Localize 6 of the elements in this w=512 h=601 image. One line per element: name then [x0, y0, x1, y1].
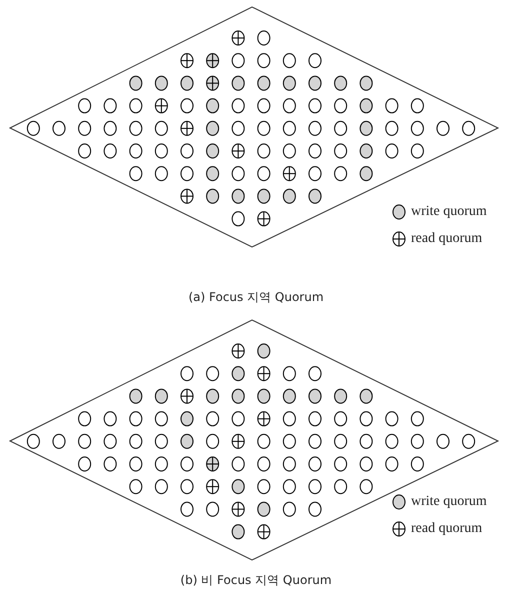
legend-label: read quorum: [411, 521, 482, 537]
legend-label: read quorum: [411, 231, 482, 247]
legend-label: write quorum: [411, 494, 487, 510]
caption: (b) 비 Focus 지역 Quorum: [180, 573, 332, 587]
legend-label: write quorum: [411, 204, 487, 220]
caption: (a) Focus 지역 Quorum: [188, 290, 324, 304]
